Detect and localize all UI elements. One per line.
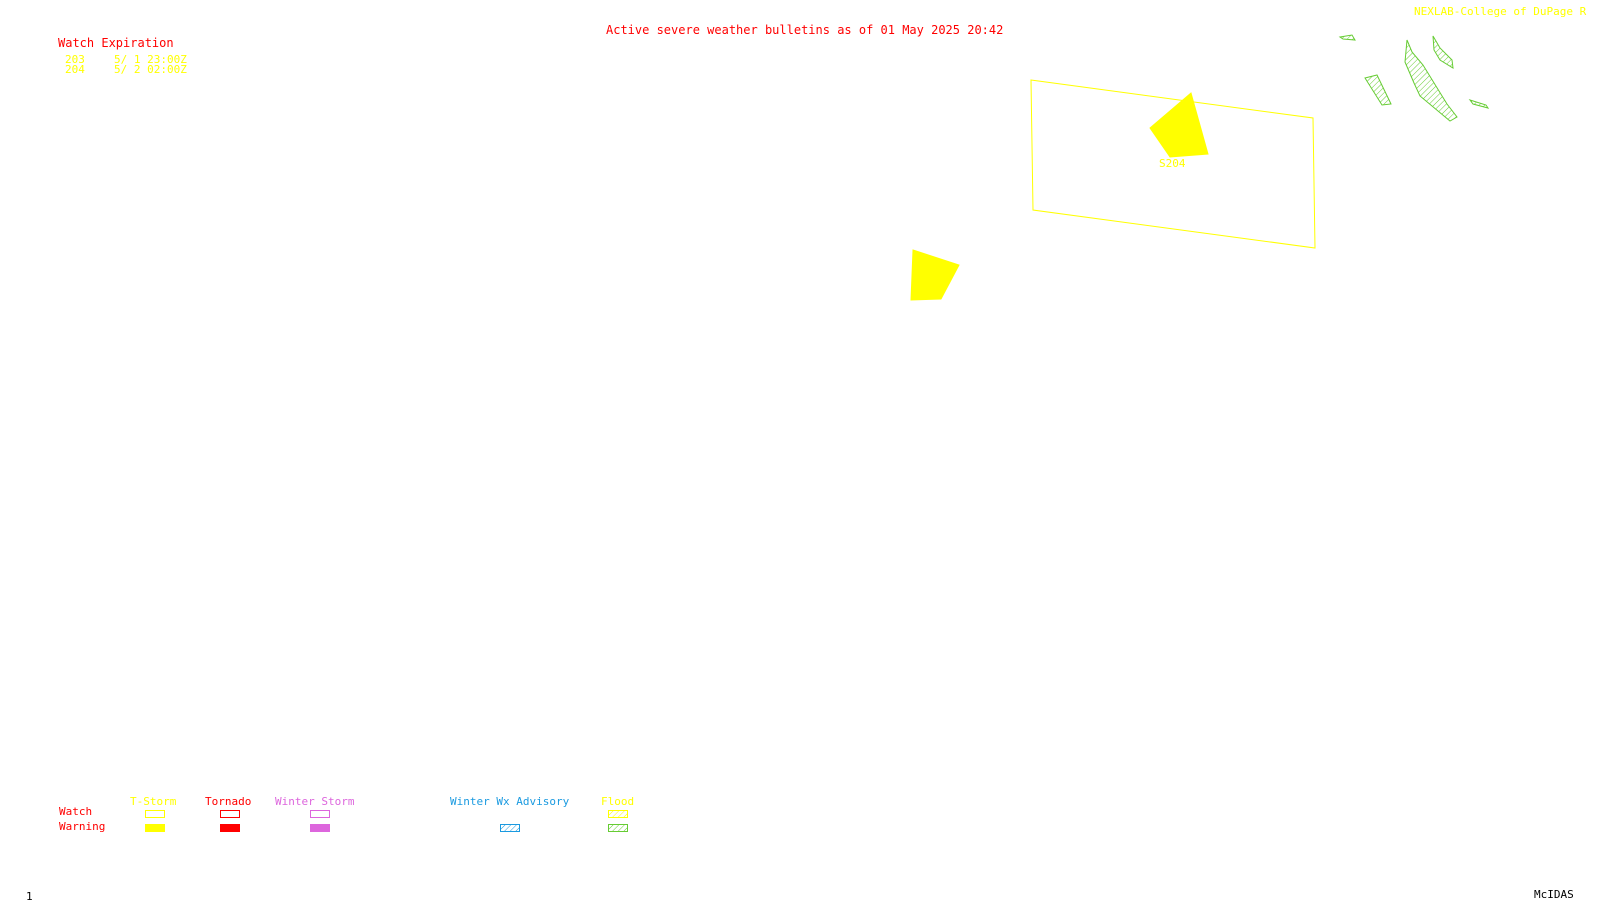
winter-storm-warning-swatch: [310, 824, 330, 832]
flood-watch-swatch: [608, 810, 628, 818]
tstorm-watch-box: [1030, 79, 1316, 249]
tstorm-warning-polygon: [1149, 92, 1209, 158]
legend-column-tornado: Tornado: [205, 795, 252, 808]
tornado-watch-swatch: [220, 810, 240, 818]
watch-expiration-heading: Watch Expiration: [58, 36, 174, 50]
legend-row-warning: Warning: [59, 820, 106, 833]
legend-column-winter-advisory: Winter Wx Advisory: [450, 795, 570, 808]
flood-warning-polygon: [1468, 99, 1490, 109]
watch-expiration-time: 5/ 2 02:00Z: [114, 63, 187, 76]
flood-warning-polygon: [1404, 39, 1458, 122]
tstorm-warning-polygon: [910, 249, 960, 301]
watch-number: 204: [65, 63, 85, 76]
legend-column-tstorm: T-Storm: [130, 795, 177, 808]
watch-expiration-time: 5/ 1 23:00Z: [114, 53, 187, 66]
watch-box-label: S204: [1159, 157, 1186, 170]
tstorm-warning-swatch: [145, 824, 165, 832]
legend-column-winter-storm: Winter Storm: [275, 795, 355, 808]
bulletin-title: Active severe weather bulletins as of 01…: [606, 23, 1004, 37]
frame-number: 1: [26, 890, 33, 903]
legend-row-watch: Watch: [59, 805, 93, 818]
system-label: McIDAS: [1534, 888, 1574, 901]
tornado-warning-swatch: [220, 824, 240, 832]
flood-warning-polygon: [1364, 74, 1392, 106]
flood-warning-polygon: [1432, 35, 1454, 69]
flood-warning-swatch: [608, 824, 628, 832]
tstorm-watch-swatch: [145, 810, 165, 818]
credit-label: NEXLAB-College of DuPage R: [1414, 5, 1587, 18]
winter-storm-watch-swatch: [310, 810, 330, 818]
legend-column-flood: Flood: [601, 795, 635, 808]
watch-number: 203: [65, 53, 85, 66]
flood-warning-polygon: [1338, 34, 1356, 41]
winter-advisory-swatch: [500, 824, 520, 832]
